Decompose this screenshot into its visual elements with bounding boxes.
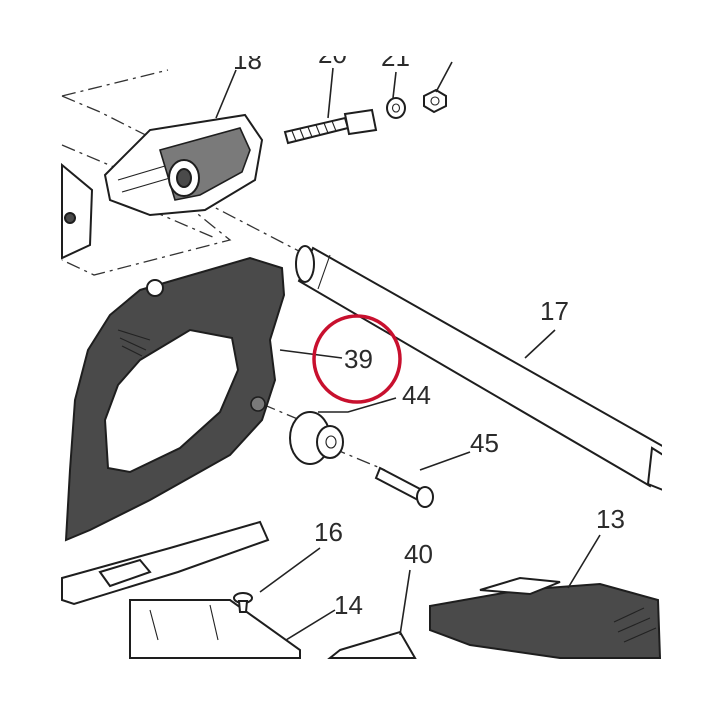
callout-17: 17 bbox=[540, 296, 569, 326]
part-nut bbox=[423, 88, 447, 114]
part-housing-fragment bbox=[61, 162, 94, 260]
right-crop-mask bbox=[662, 0, 720, 720]
left-crop-mask bbox=[0, 0, 60, 720]
part-40-panel bbox=[327, 630, 417, 659]
part-20-bolt bbox=[283, 108, 378, 145]
callout-16: 16 bbox=[314, 517, 343, 547]
callout-14: 14 bbox=[334, 590, 363, 620]
callout-13: 13 bbox=[596, 504, 625, 534]
part-16-screw bbox=[233, 592, 253, 613]
highlight-ring bbox=[312, 314, 402, 404]
callout-44: 44 bbox=[402, 380, 431, 410]
callout-40: 40 bbox=[404, 539, 433, 569]
part-21-washer bbox=[386, 97, 406, 119]
top-crop-mask bbox=[0, 0, 720, 56]
bottom-crop-mask bbox=[0, 660, 720, 720]
part-44-spacer bbox=[289, 411, 344, 465]
part-17-shaft bbox=[295, 245, 670, 492]
callout-39: 39 bbox=[344, 344, 373, 374]
part-14-lower-assembly bbox=[61, 520, 301, 659]
part-18-bracket bbox=[103, 113, 264, 217]
part-39-frame-plate bbox=[64, 256, 286, 542]
part-45-pin bbox=[374, 466, 434, 508]
part-13-cover bbox=[429, 576, 662, 659]
leader-lines bbox=[215, 61, 601, 641]
callout-45: 45 bbox=[470, 428, 499, 458]
